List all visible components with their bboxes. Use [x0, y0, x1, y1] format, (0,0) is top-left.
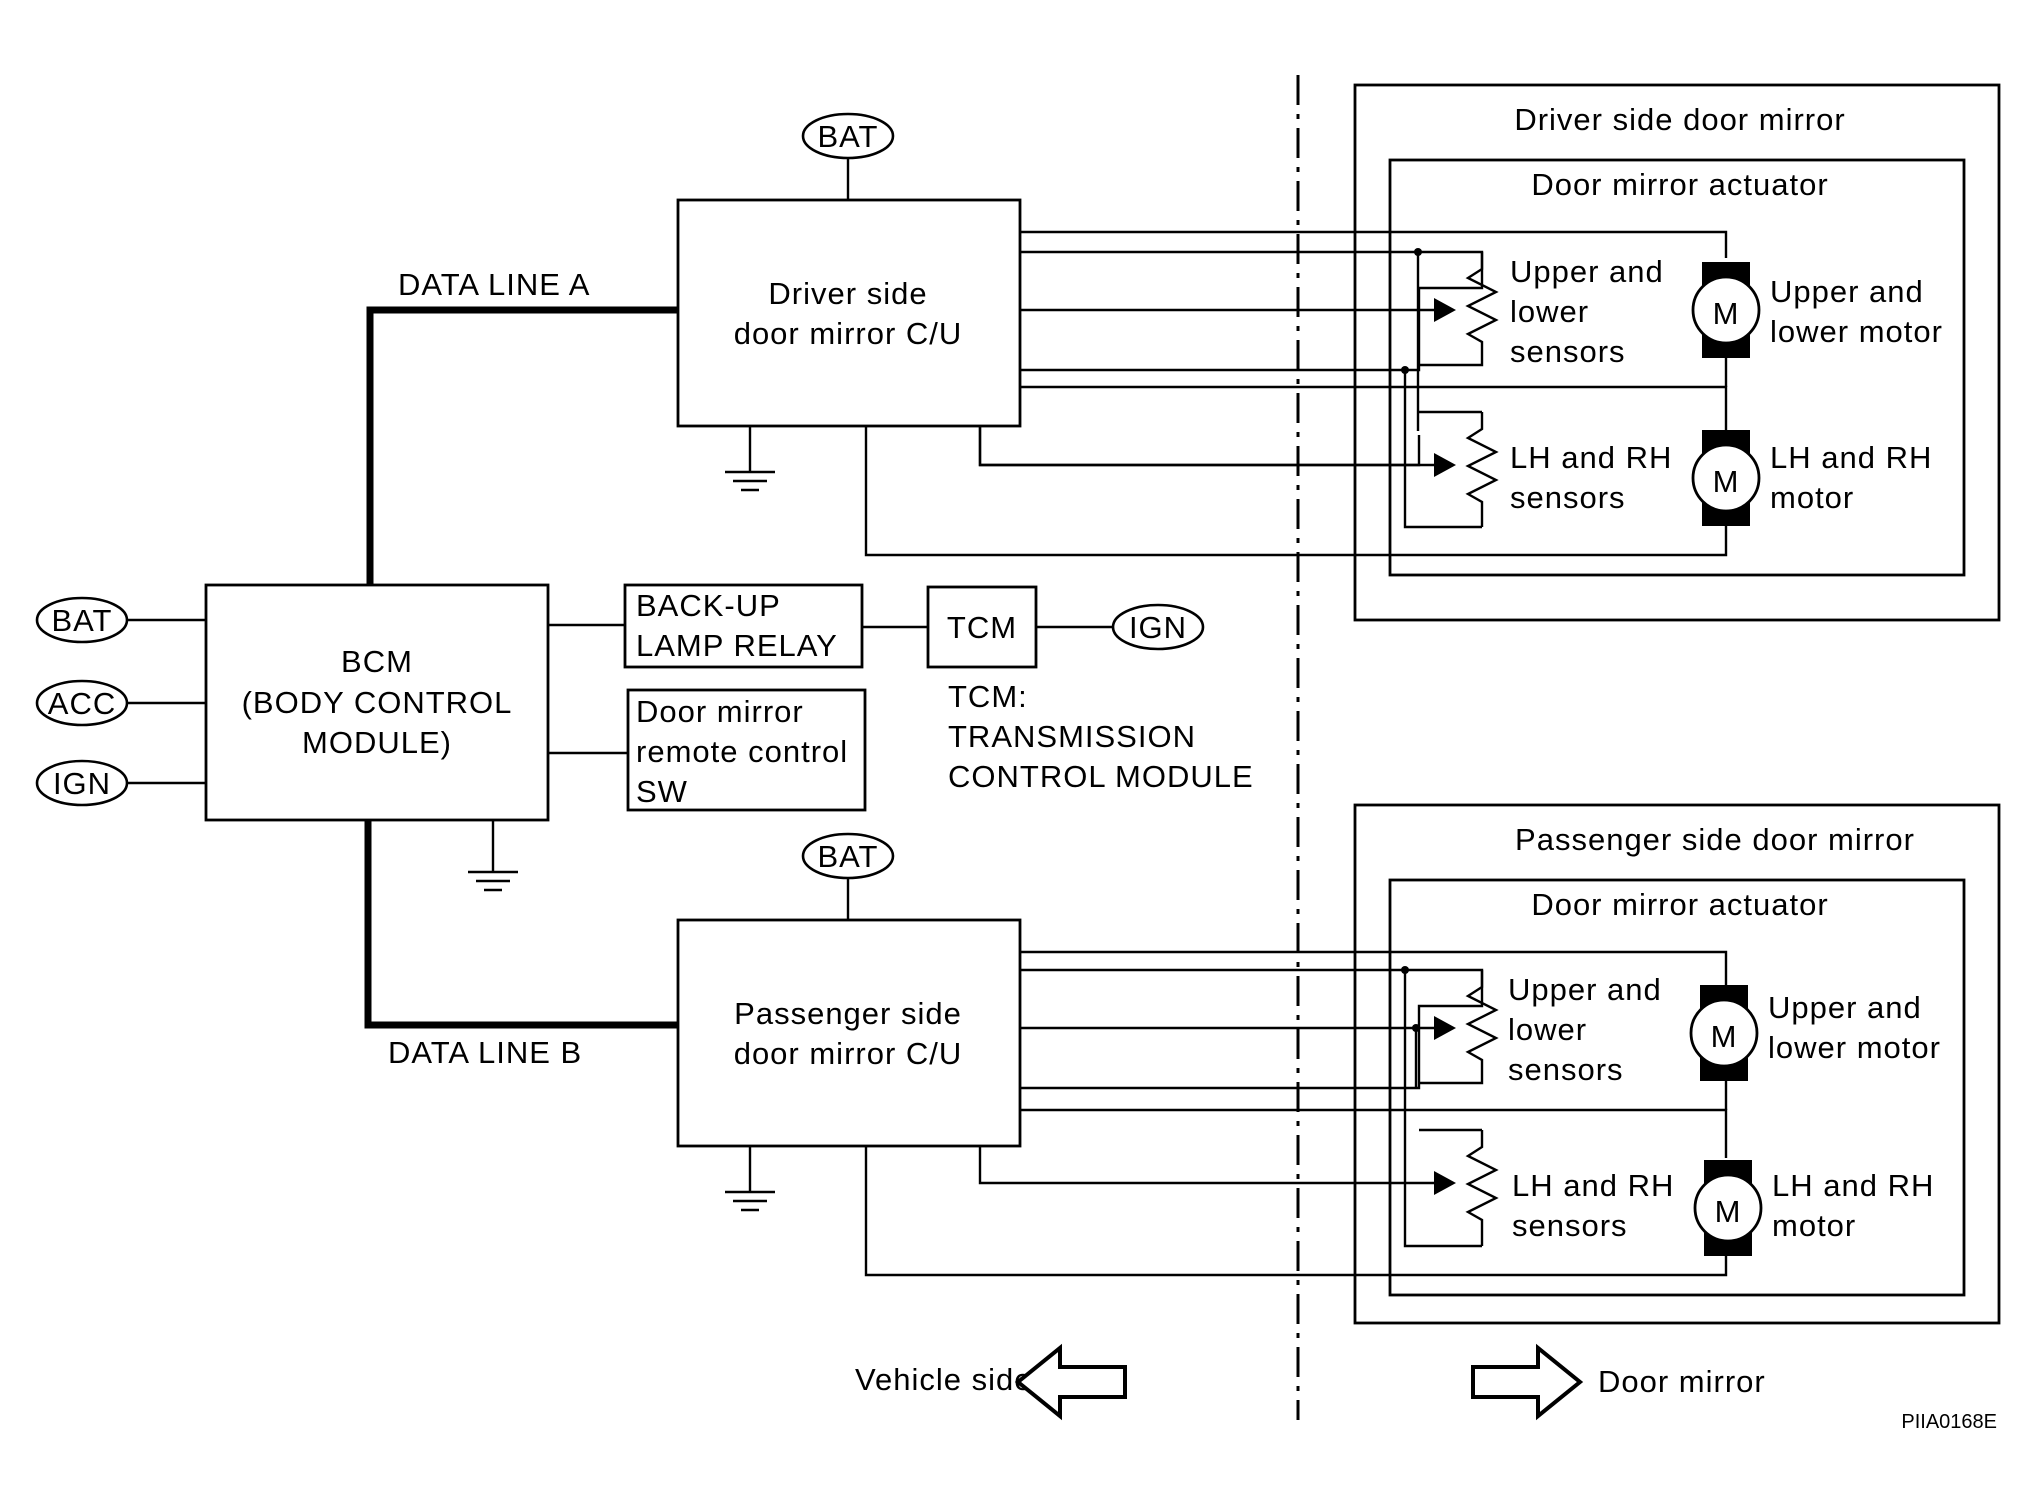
- driver-cu-label-2: door mirror C/U: [734, 316, 963, 351]
- tcm-note-1: TCM:: [948, 679, 1028, 714]
- bcm-ign-terminal: [35, 759, 129, 807]
- driver-ul-motor-label-2: lower motor: [1770, 314, 1943, 349]
- backup-relay-label-1: BACK-UP: [636, 588, 781, 623]
- door-mirror-switch-box: [626, 688, 867, 812]
- passenger-lr-sensor-label-1: LH and RH: [1512, 1168, 1674, 1203]
- tcm-ign-label: IGN: [1129, 610, 1187, 645]
- svg-text:M: M: [1711, 1019, 1738, 1054]
- passenger-cu-label-2: door mirror C/U: [734, 1036, 963, 1071]
- driver-actuator-title: Door mirror actuator: [1531, 167, 1828, 202]
- switch-label-1: Door mirror: [636, 694, 804, 729]
- switch-label-2: remote control: [636, 734, 848, 769]
- passenger-cu-bat-label: BAT: [818, 839, 879, 874]
- tcm-ign-terminal: [1111, 603, 1205, 651]
- tcm-box: [926, 585, 1038, 669]
- driver-ul-motor-label-1: Upper and: [1770, 274, 1924, 309]
- driver-door-mirror-box: [1353, 83, 2001, 622]
- passenger-cu-ground-icon: [725, 1146, 775, 1212]
- tcm-note-3: CONTROL MODULE: [948, 759, 1254, 794]
- backup-relay-label-2: LAMP RELAY: [636, 628, 838, 663]
- driver-ul-motor-icon: M: [1691, 262, 1761, 358]
- passenger-door-mirror-box: [1353, 803, 2001, 1325]
- data-line-a-label: DATA LINE A: [398, 267, 590, 302]
- driver-side-circuit: BAT Driver side door mirror C/U Driver s…: [676, 83, 2001, 622]
- driver-ul-sensor-icon: [1020, 252, 1499, 367]
- svg-text:M: M: [1715, 1194, 1742, 1229]
- data-line-b-wire: [364, 820, 678, 1029]
- driver-cu-label-1: Driver side: [768, 276, 927, 311]
- driver-lr-sensor-icon: [978, 410, 1499, 527]
- tcm-label: TCM: [947, 610, 1017, 645]
- passenger-actuator-title: Door mirror actuator: [1531, 887, 1828, 922]
- passenger-lr-motor-label-1: LH and RH: [1772, 1168, 1934, 1203]
- passenger-ul-sensor-icon: [1020, 970, 1499, 1085]
- bcm-acc-label: ACC: [48, 686, 116, 721]
- passenger-cu-label-1: Passenger side: [734, 996, 962, 1031]
- passenger-actuator-box: [1388, 878, 1966, 1297]
- driver-lr-motor-label-2: motor: [1770, 480, 1854, 515]
- passenger-ul-motor-icon: M: [1689, 985, 1759, 1081]
- driver-lr-motor-icon: M: [1691, 430, 1761, 526]
- driver-cu-ground-icon: [725, 426, 775, 492]
- right-arrow-icon: [1471, 1343, 1584, 1421]
- bcm-bat-label: BAT: [52, 603, 113, 638]
- data-line-a-wire: [366, 306, 678, 585]
- passenger-ul-motor-label-2: lower motor: [1768, 1030, 1941, 1065]
- passenger-cu-bat-terminal: [801, 832, 895, 880]
- bcm-bat-terminal: [35, 596, 129, 644]
- vehicle-side-label: Vehicle side: [855, 1362, 1032, 1397]
- bcm-box: [204, 583, 550, 822]
- driver-actuator-box: [1388, 158, 1966, 577]
- left-arrow-icon: [1014, 1343, 1127, 1421]
- driver-door-mirror-cu-box: [676, 198, 1022, 428]
- data-line-b-label: DATA LINE B: [388, 1035, 582, 1070]
- driver-ul-sensor-label-1: Upper and: [1510, 254, 1664, 289]
- bcm-ground-icon: [468, 820, 518, 892]
- driver-ul-sensor-label-3: sensors: [1510, 334, 1626, 369]
- driver-mirror-title: Driver side door mirror: [1514, 102, 1845, 137]
- passenger-door-mirror-cu-box: [676, 918, 1022, 1148]
- svg-text:M: M: [1713, 296, 1740, 331]
- passenger-lr-sensor-icon: [978, 1128, 1499, 1246]
- passenger-ul-sensor-label-1: Upper and: [1508, 972, 1662, 1007]
- driver-ul-sensor-label-2: lower: [1510, 294, 1589, 329]
- door-mirror-label: Door mirror: [1598, 1364, 1766, 1399]
- driver-cu-bat-label: BAT: [818, 119, 879, 154]
- passenger-ul-sensor-label-2: lower: [1508, 1012, 1587, 1047]
- passenger-lr-motor-label-2: motor: [1772, 1208, 1856, 1243]
- passenger-ul-motor-label-1: Upper and: [1768, 990, 1922, 1025]
- bcm-label-3: MODULE): [302, 725, 452, 760]
- passenger-lr-motor-icon: M: [1693, 1160, 1763, 1256]
- bcm-ign-label: IGN: [53, 766, 111, 801]
- driver-cu-bat-terminal: [801, 112, 895, 160]
- tcm-note-2: TRANSMISSION: [948, 719, 1196, 754]
- bcm-acc-terminal: [35, 679, 129, 727]
- bcm-label-1: BCM: [341, 644, 413, 679]
- backup-lamp-relay-box: [623, 583, 864, 669]
- passenger-side-circuit: BAT Passenger side door mirror C/U Passe…: [676, 803, 2001, 1325]
- svg-text:M: M: [1713, 464, 1740, 499]
- driver-lr-motor-label-1: LH and RH: [1770, 440, 1932, 475]
- passenger-ul-sensor-label-3: sensors: [1508, 1052, 1624, 1087]
- figure-code: PIIA0168E: [1901, 1411, 1997, 1433]
- passenger-mirror-title: Passenger side door mirror: [1515, 822, 1915, 857]
- passenger-lr-sensor-label-2: sensors: [1512, 1208, 1628, 1243]
- switch-label-3: SW: [636, 774, 688, 809]
- driver-lr-sensor-label-1: LH and RH: [1510, 440, 1672, 475]
- driver-lr-sensor-label-2: sensors: [1510, 480, 1626, 515]
- bcm-label-2: (BODY CONTROL: [242, 685, 513, 720]
